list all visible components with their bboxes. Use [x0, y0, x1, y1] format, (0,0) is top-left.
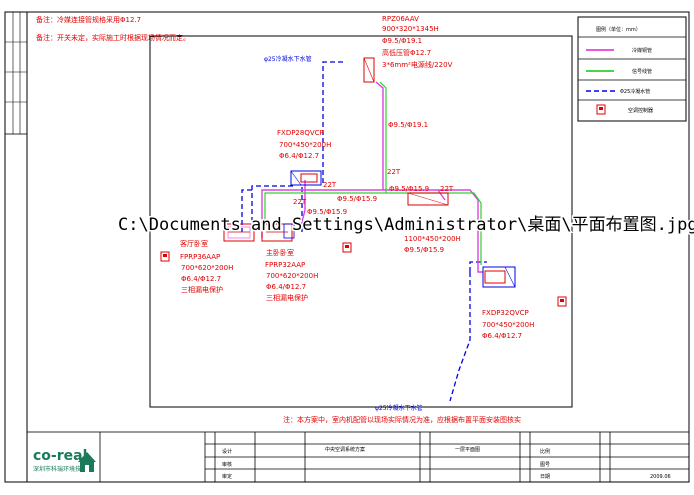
tb-drawing-name: 一层平面图 [455, 447, 480, 453]
svg-text:深圳市科瑞环境技术: 深圳市科瑞环境技术 [33, 465, 87, 473]
legend: 图例（单位：mm） 冷媒铜管 信号线管 Φ25冷凝水管 空调控制器 [577, 16, 687, 122]
fprp36-line-3: Φ6.4/Φ12.7 [181, 275, 221, 283]
mid-line-2: Φ9.5/Φ15.9 [404, 246, 444, 254]
fprp32-line-2: 700*620*200H [266, 272, 318, 280]
outdoor-line-5: 3*6mm²电源线/220V [382, 60, 453, 69]
building-outline [149, 35, 573, 408]
mid-line-1: 1100*450*200H [404, 235, 461, 243]
bottom-note: 注：本方案中，室内机配管以现场实际情况为准，应根据布置平面安装图核实 [283, 415, 521, 424]
outdoor-line-3: Φ9.5/Φ19.1 [382, 37, 422, 45]
pipe-label-1: Φ9.5/Φ15.9 [389, 185, 429, 193]
fxdp32-line-3: Φ6.4/Φ12.7 [482, 332, 522, 340]
controller-icon [160, 242, 567, 307]
fxdp28-line-2: 700*450*200H [279, 141, 331, 149]
fprp32-line-4: 三相漏电保护 [266, 293, 308, 302]
title-block [26, 431, 690, 483]
fprp32-line-1: FPRP32AAP [265, 261, 305, 269]
copper-pipes [261, 81, 483, 273]
fprp32-line-3: Φ6.4/Φ12.7 [266, 283, 306, 291]
tb-date: 2009.06 [650, 474, 671, 480]
tb-cell-design: 设计 [222, 448, 232, 455]
overlay-file-path: C:\Documents and Settings\Administrator\… [118, 215, 694, 235]
legend-item-signal: 信号线管 [632, 68, 652, 75]
tb-scale: 比例 [540, 448, 550, 455]
legend-title: 图例（单位：mm） [596, 26, 641, 33]
legend-item-condensate: Φ25冷凝水管 [620, 88, 650, 95]
pipe-label-3: Φ9.5/Φ15.9 [307, 208, 347, 216]
indoor-unit-fxdp32 [482, 266, 516, 288]
fxdp32-line-2: 700*450*200H [482, 321, 534, 329]
indoor-unit-fxdp28 [290, 170, 322, 186]
condensate-bottom-label: φ25冷凝水下水管 [375, 404, 423, 412]
fprp36-line-4: 三相漏电保护 [181, 285, 223, 294]
outdoor-unit [363, 57, 375, 83]
fprp36-title: 客厅卧室 [180, 239, 208, 248]
main-pipe-label: Φ9.5/Φ19.1 [388, 121, 428, 129]
note-line-2: 备注：开关未定，实际施工时根据现场情况而定。 [36, 33, 190, 42]
fprp36-line-2: 700*620*200H [181, 264, 233, 272]
condensate-pipe [241, 61, 487, 402]
company-logo: co-real 深圳市科瑞环境技术 [33, 448, 96, 473]
tb-cell-review: 审核 [222, 461, 232, 468]
tb-date-label: 日期 [540, 474, 550, 480]
fxdp28-line-1: FXDP28QVCP [277, 129, 324, 137]
binding-strip [4, 11, 28, 135]
fxdp28-line-3: Φ6.4/Φ12.7 [279, 152, 319, 160]
pipe-label-2: Φ9.5/Φ15.9 [337, 195, 377, 203]
tb-drawing-no: 图号 [540, 462, 550, 468]
fxdp32-line-1: FXDP32QVCP [482, 309, 529, 317]
fprp36-line-1: FPRP36AAP [180, 253, 220, 261]
outdoor-line-2: 900*320*1345H [382, 25, 439, 33]
indoor-unit-fprp32 [261, 223, 295, 242]
legend-item-controller: 空调控制器 [628, 107, 653, 114]
branch-label-4: 22T [293, 198, 307, 206]
legend-item-copper: 冷媒铜管 [632, 47, 652, 54]
outdoor-line-1: RPZ06AAV [382, 15, 419, 23]
indoor-unit-mid [407, 192, 449, 206]
tb-project: 中央空调系统方案 [325, 446, 365, 453]
branch-label-1: 22T [323, 181, 337, 189]
note-line-1: 备注：冷媒连接管规格采用Φ12.7 [36, 15, 141, 24]
controller-icon [596, 104, 606, 115]
fprp32-title: 主卧卧室 [266, 248, 294, 257]
outdoor-line-4: 高低压管Φ12.7 [382, 48, 431, 57]
branch-label-2: 22T [387, 168, 401, 176]
svg-text:co-real: co-real [33, 448, 87, 464]
condensate-top-label: φ25冷凝水下水管 [264, 55, 312, 63]
tb-cell-approve: 审定 [222, 473, 232, 480]
indoor-unit-fprp36 [223, 223, 255, 242]
branch-label-3: 22T [440, 185, 454, 193]
